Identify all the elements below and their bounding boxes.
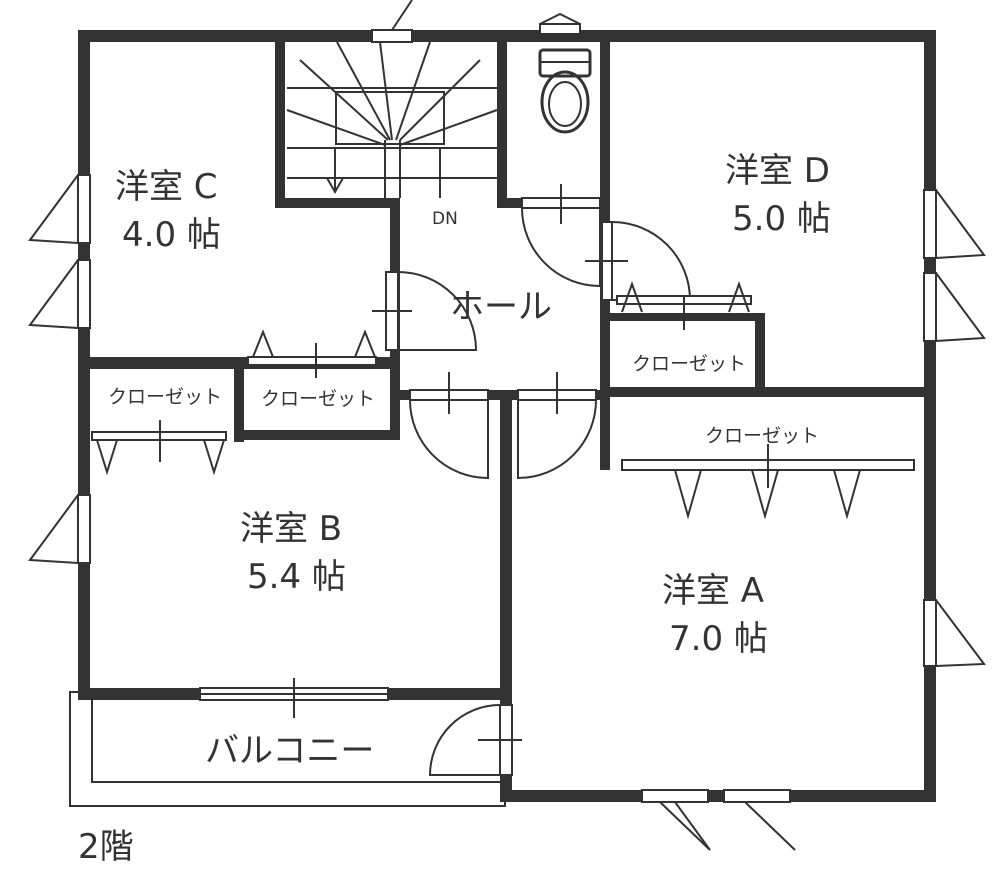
closet-label-c: クローゼット	[261, 388, 375, 410]
vent-icon	[539, 12, 581, 35]
room-a-name: 洋室 A	[662, 571, 764, 611]
interior-walls	[78, 30, 936, 710]
closet-label-a: クローゼット	[705, 425, 819, 447]
closet-label-b: クローゼット	[108, 386, 222, 408]
toilet-icon	[538, 48, 592, 134]
closet-label-d: クローゼット	[632, 353, 746, 375]
doors	[372, 184, 692, 776]
closet-doors	[91, 281, 915, 520]
floor-label: 2階	[78, 827, 134, 867]
room-d-name: 洋室 D	[725, 151, 830, 191]
windows	[28, 0, 986, 851]
stairs-down-label: DN	[432, 209, 458, 229]
room-b-size: 5.4 帖	[247, 557, 346, 597]
room-d-size: 5.0 帖	[732, 199, 831, 239]
hall-label: ホール	[450, 287, 552, 327]
room-c-name: 洋室 C	[115, 167, 218, 207]
room-b-name: 洋室 B	[240, 509, 342, 549]
staircase	[286, 41, 498, 198]
balcony-label: バルコニー	[205, 731, 374, 771]
room-a-size: 7.0 帖	[669, 619, 768, 659]
room-c-size: 4.0 帖	[122, 215, 221, 255]
